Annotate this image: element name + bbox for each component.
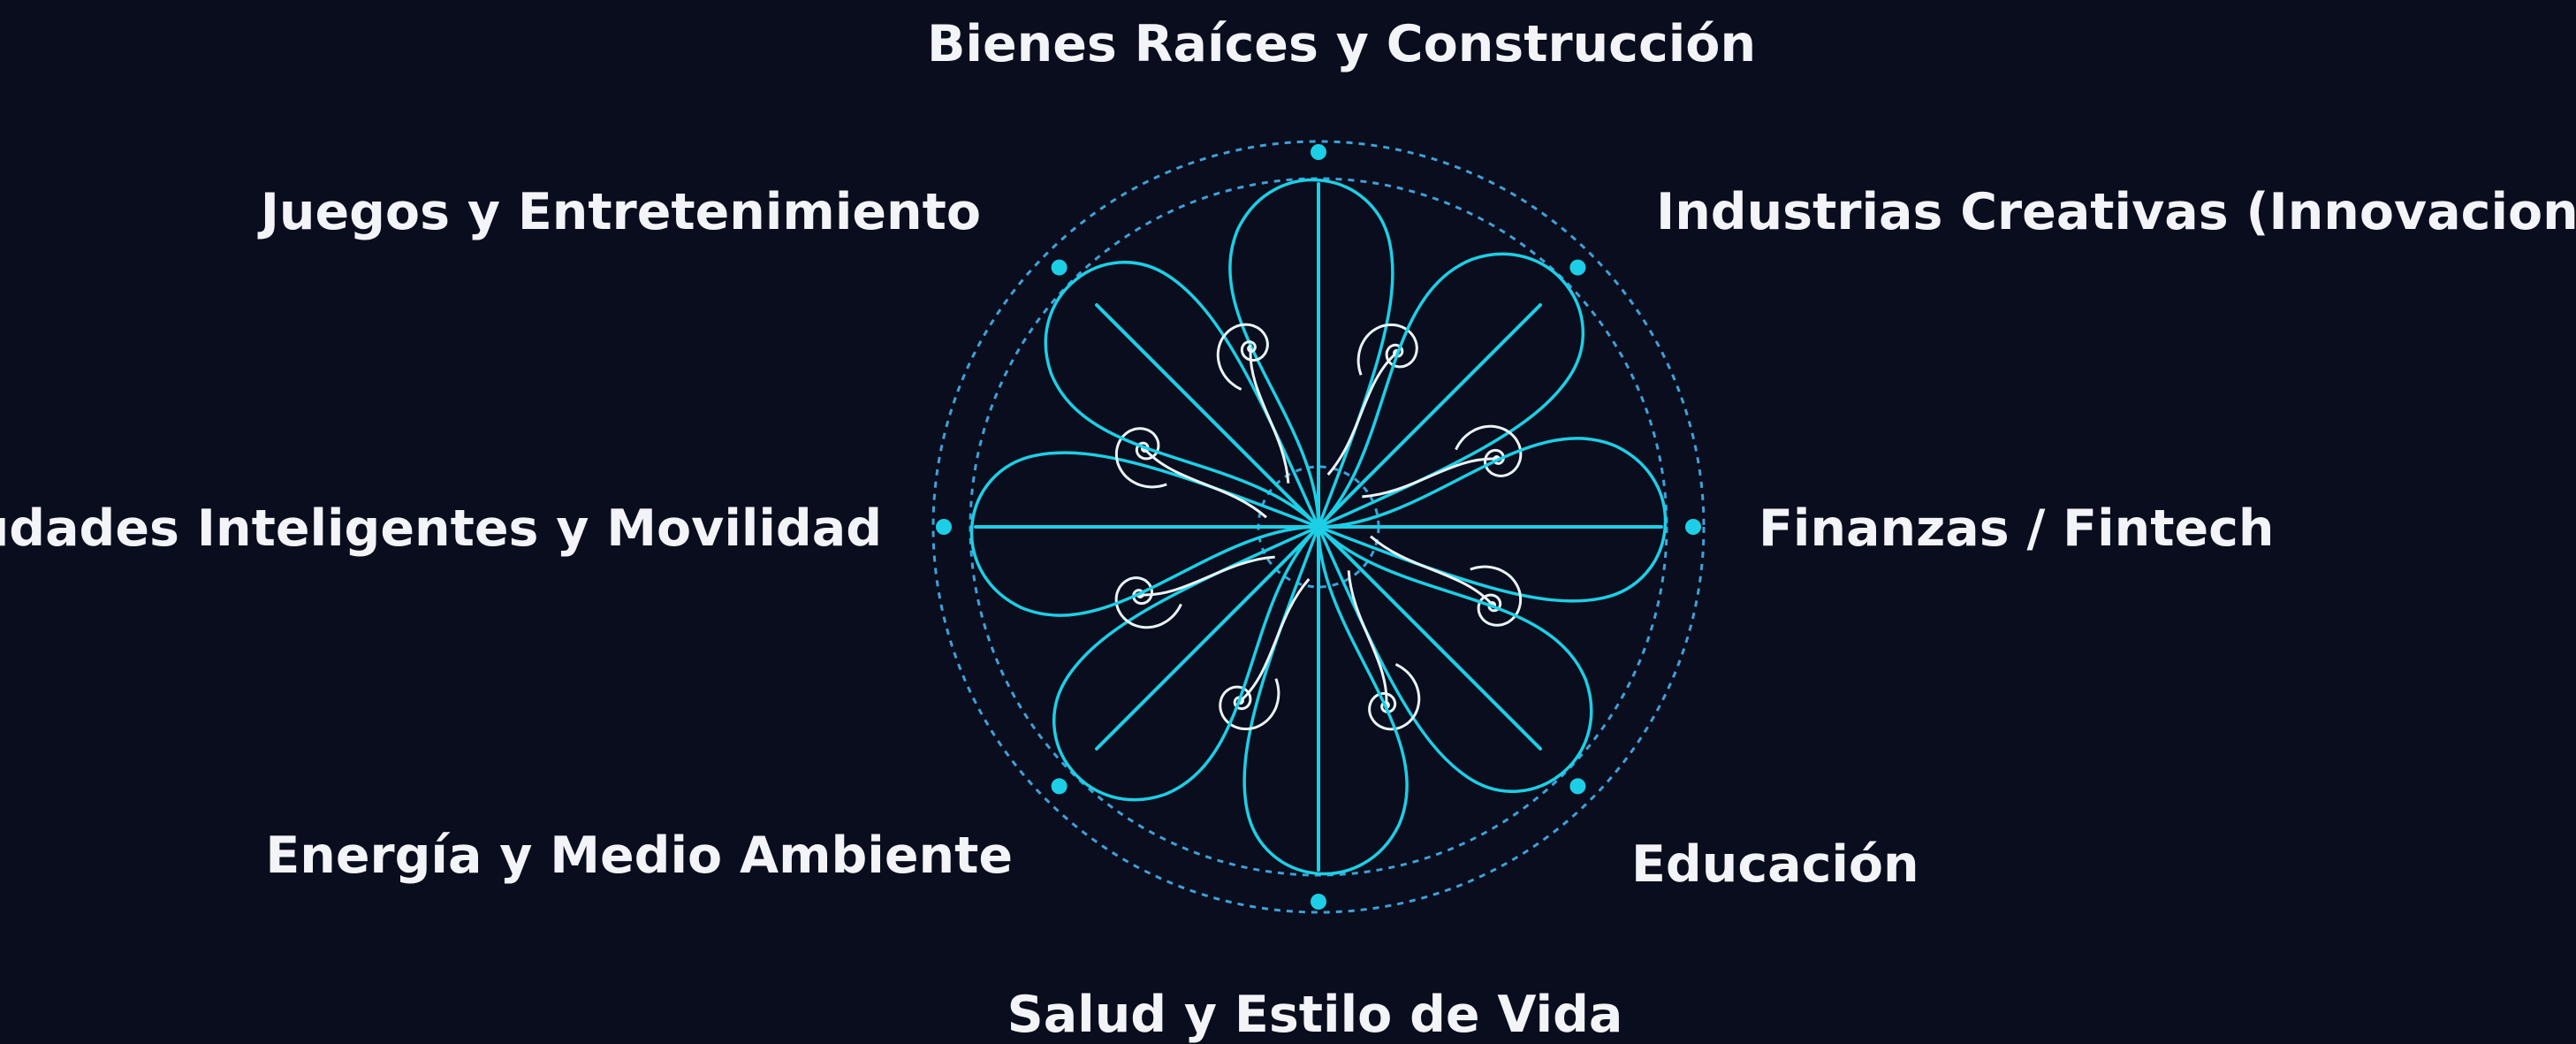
spiral-stem	[1370, 535, 1494, 606]
marker-dot-energia	[1051, 778, 1068, 795]
golden-spiral	[1470, 565, 1523, 627]
petal-loop	[1044, 260, 1320, 529]
label-educacion: Educación	[1631, 835, 1919, 894]
petal-juegos	[1044, 260, 1320, 529]
petal-bienes-raices	[1228, 178, 1418, 529]
golden-spiral	[1216, 323, 1269, 391]
spiral-stem	[1347, 570, 1388, 706]
petal-loop	[1317, 252, 1585, 529]
label-juegos: Juegos y Entretenimiento	[260, 183, 981, 241]
marker-dot-industrias-creativas	[1569, 259, 1586, 276]
spiral-stem	[1239, 578, 1311, 703]
marker-dot-salud	[1311, 894, 1326, 910]
petal-salud	[1219, 525, 1409, 876]
label-ciudades: Ciudades Inteligentes y Movilidad	[0, 499, 882, 558]
petal-loop	[1228, 178, 1394, 529]
label-bienes-raices: Bienes Raíces y Construcción	[926, 15, 1757, 73]
golden-spiral	[1114, 427, 1167, 489]
spoke-juegos	[1095, 303, 1320, 529]
petal-loop	[1317, 525, 1593, 794]
spiral-stem	[1362, 457, 1498, 499]
petal-loop	[1052, 525, 1320, 802]
marker-dot-bienes-raices	[1311, 144, 1326, 160]
golden-spiral	[1356, 323, 1418, 376]
label-energia: Energía y Medio Ambiente	[265, 827, 1013, 885]
golden-spiral	[1219, 678, 1280, 731]
petal-ciudades	[969, 427, 1320, 617]
marker-dot-ciudades	[936, 519, 952, 535]
petal-loop	[1317, 437, 1668, 603]
spiral-stem	[1139, 555, 1275, 597]
spiral-stem	[1249, 347, 1290, 484]
label-industrias-creativas: Industrias Creativas (Innovaciones)	[1656, 183, 2576, 241]
spoke-energia	[1095, 525, 1320, 751]
label-salud: Salud y Estilo de Vida	[1007, 986, 1623, 1044]
spiral-stem	[1326, 351, 1398, 476]
marker-dot-educacion	[1569, 778, 1586, 795]
label-finanzas: Finanzas / Fintech	[1759, 499, 2275, 558]
outer-dashed-ring	[931, 140, 1706, 914]
petal-loop	[1242, 525, 1409, 876]
spiral-stem	[1143, 447, 1267, 519]
spoke-educacion	[1317, 525, 1542, 751]
marker-dot-juegos	[1051, 259, 1068, 276]
marker-dot-finanzas	[1685, 519, 1701, 535]
petal-finanzas	[1317, 437, 1668, 627]
spoke-industrias-creativas	[1317, 303, 1542, 529]
petal-loop	[969, 451, 1320, 617]
